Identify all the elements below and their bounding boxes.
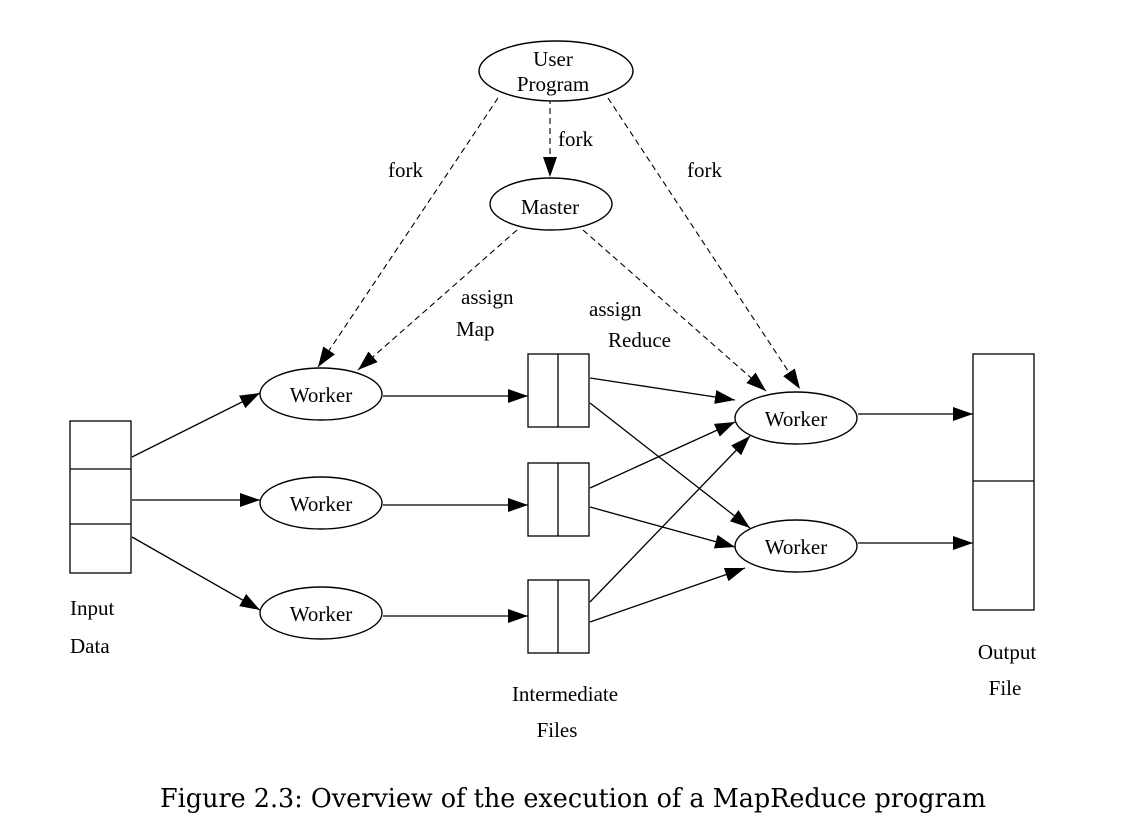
output-file-label-line1: Output xyxy=(978,640,1037,664)
master-node: Master xyxy=(489,177,613,231)
assign-map-label-line2: Map xyxy=(456,317,495,341)
map-worker-1-node: Worker xyxy=(259,367,383,421)
fork-label-center: fork xyxy=(558,127,593,151)
map-worker-1-label: Worker xyxy=(290,383,352,407)
assign-map-edge xyxy=(357,229,518,371)
input-to-worker-1-edge xyxy=(131,392,261,458)
intermediate-file-3 xyxy=(527,579,590,654)
output-file-store xyxy=(972,353,1035,611)
reduce-worker-1-node: Worker xyxy=(734,391,858,445)
reduce-worker-2-node: Worker xyxy=(734,519,858,573)
file-2-to-reduce-1-edge xyxy=(589,421,736,489)
intermediate-file-2 xyxy=(527,462,590,537)
intermediate-file-1 xyxy=(527,353,590,428)
input-data-label-line2: Data xyxy=(70,634,110,658)
file-1-to-reduce-2-edge xyxy=(589,402,751,529)
map-worker-3-label: Worker xyxy=(290,602,352,626)
user-program-label-line2: Program xyxy=(517,72,589,96)
reduce-worker-1-label: Worker xyxy=(765,407,827,431)
intermediate-files-label-line1: Intermediate xyxy=(512,682,618,706)
input-data-store xyxy=(69,420,132,574)
output-file-label-line2: File xyxy=(989,676,1022,700)
fork-edge-right xyxy=(607,97,801,390)
assign-reduce-label-line2: Reduce xyxy=(608,328,671,352)
input-to-worker-3-edge xyxy=(131,536,261,611)
map-worker-2-node: Worker xyxy=(259,476,383,530)
reduce-worker-2-label: Worker xyxy=(765,535,827,559)
master-label: Master xyxy=(521,195,579,219)
fork-label-left: fork xyxy=(388,158,423,182)
input-data-label-line1: Input xyxy=(70,596,114,620)
map-worker-2-label: Worker xyxy=(290,492,352,516)
assign-map-label-line1: assign xyxy=(461,285,514,309)
file-3-to-reduce-2-edge xyxy=(589,567,746,623)
assign-reduce-label-line1: assign xyxy=(589,297,642,321)
intermediate-files-label-line2: Files xyxy=(537,718,578,742)
assign-reduce-edge xyxy=(582,229,767,392)
map-worker-3-node: Worker xyxy=(259,586,383,640)
user-program-node: User Program xyxy=(478,40,634,102)
fork-label-right: fork xyxy=(687,158,722,182)
user-program-label-line1: User xyxy=(533,47,573,71)
fork-edge-left xyxy=(317,97,499,368)
figure-caption: Figure 2.3: Overview of the execution of… xyxy=(160,784,986,814)
file-1-to-reduce-1-edge xyxy=(589,377,736,404)
file-3-to-reduce-1-edge xyxy=(589,435,751,603)
